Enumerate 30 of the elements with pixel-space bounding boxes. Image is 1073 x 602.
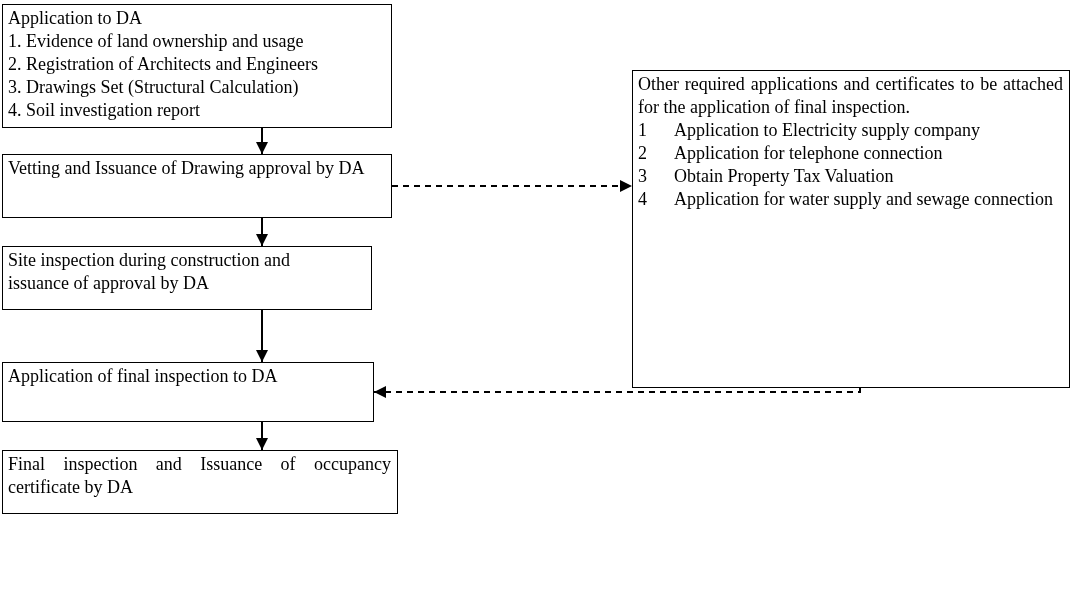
box-text: Application to DA	[8, 7, 143, 30]
process-box	[2, 4, 392, 128]
box-text: Application of final inspection to DA	[8, 365, 279, 388]
box-text: 1. Evidence of land ownership and usage	[8, 30, 305, 53]
process-box	[2, 450, 398, 514]
list-number: 2	[638, 142, 648, 165]
arrow	[256, 309, 268, 363]
process-box	[632, 70, 1070, 388]
box-text: Final inspection and Issuance of occupancy certificate by DA	[8, 453, 391, 499]
arrow	[256, 217, 268, 247]
box-text: Vetting and Issuance of Drawing approval by DA	[8, 157, 366, 180]
box-text: 2. Registration of Architects and Engineers	[8, 53, 319, 76]
box-text: 4. Soil investigation report	[8, 99, 201, 122]
list-number: 4	[638, 188, 648, 211]
list-item: Obtain Property Tax Valuation	[674, 165, 894, 188]
arrow	[256, 421, 268, 451]
list-item: Application for telephone connection	[674, 142, 943, 165]
arrow	[391, 180, 633, 192]
box-heading: Other required applications and certificates to be attached for the application of final inspection.	[638, 73, 1063, 119]
process-box	[2, 362, 374, 422]
process-box	[2, 154, 392, 218]
list-item: Application for water supply and sewage connection	[674, 188, 1053, 211]
list-item: Application to Electricity supply company	[674, 119, 980, 142]
box-text: Site inspection during construction and issuance of approval by DA	[8, 249, 291, 295]
box-text: 3. Drawings Set (Structural Calculation)	[8, 76, 300, 99]
arrow	[373, 386, 861, 398]
process-box	[2, 246, 372, 310]
list-number: 1	[638, 119, 648, 142]
arrow	[256, 127, 268, 155]
list-number: 3	[638, 165, 648, 188]
